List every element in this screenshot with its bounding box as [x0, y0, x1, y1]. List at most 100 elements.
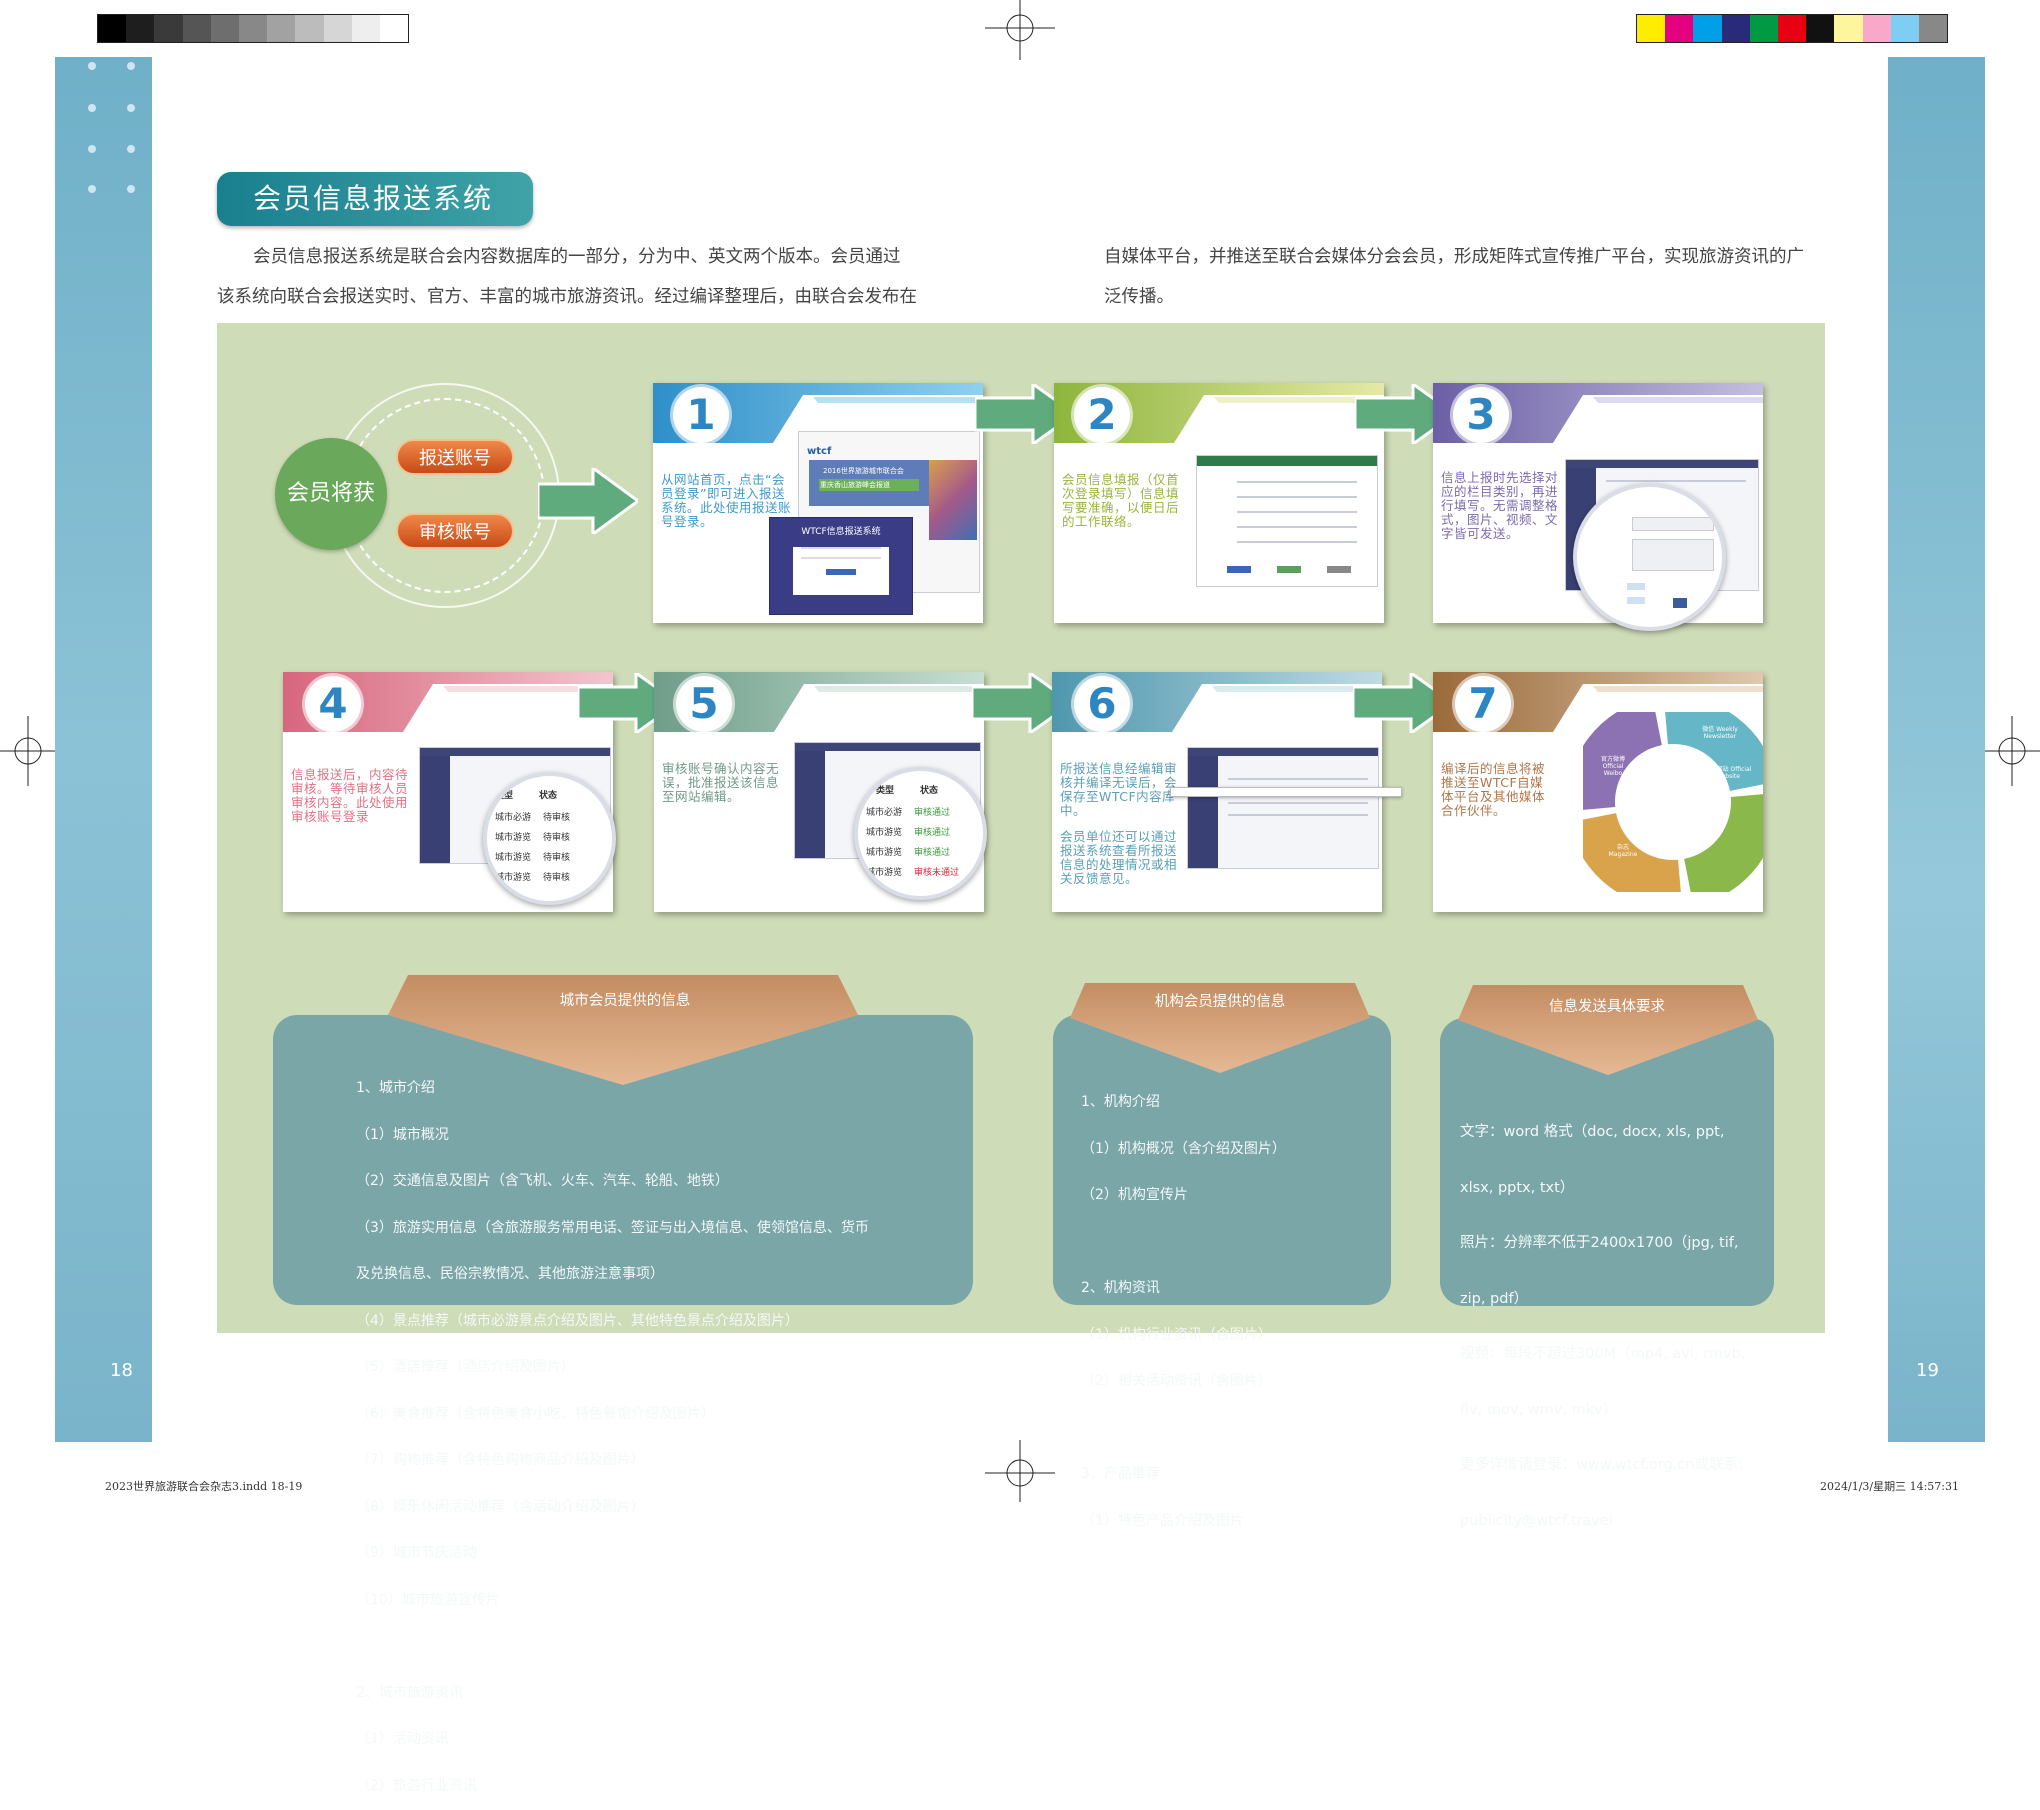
info-line: 1、机构介绍: [1081, 1094, 1160, 1110]
table-cell: 城市必游: [495, 813, 532, 823]
shot-banner-text-2: 重庆香山旅游峰会报道: [819, 479, 919, 491]
step-number-6: 6: [1074, 676, 1130, 732]
page-number-left: 18: [110, 1360, 133, 1381]
info-heading-requirements: 信息发送具体要求: [1549, 999, 1665, 1015]
step-number-3: 3: [1453, 387, 1509, 443]
info-line: （1）活动资讯: [356, 1731, 449, 1747]
shot-banner-text: 2016世界旅游城市联合会: [823, 467, 904, 475]
info-line: （1）机构概况（含介绍及图片）: [1081, 1140, 1286, 1157]
info-line: （2）旅游行业资讯: [356, 1777, 477, 1794]
grayscale-bar: [97, 14, 409, 43]
step-text-2: 会员信息填报（仅首次登录填写）信息填写要准确，以便日后的工作联络。: [1062, 472, 1180, 529]
left-side-bar: 18: [55, 57, 152, 1442]
footer-timestamp: 2024/1/3/星期三 14:57:31: [1820, 1480, 1960, 1493]
step-text-3: 信息上报时先选择对应的栏目类别，再进行填写。无需调整格式，图片、视频、文字皆可发…: [1441, 470, 1559, 541]
step-card-3: 3 信息上报时先选择对应的栏目类别，再进行填写。无需调整格式，图片、视频、文字皆…: [1433, 383, 1763, 631]
step-number-4: 4: [305, 676, 361, 732]
step-header-5: [654, 672, 984, 732]
table-cell: 待审核: [543, 833, 571, 843]
table-cell: 城市游览: [866, 828, 903, 838]
intro-right: 自媒体平台，并推送至联合会媒体分会会员，形成矩阵式宣传推广平台，实现旅游资讯的广…: [1104, 237, 1824, 317]
wheel-label: 官方微博 Official Weibo: [1600, 756, 1625, 777]
login-form: [793, 547, 889, 595]
info-line: 3、产品推荐: [1081, 1466, 1160, 1482]
step-header-3: [1433, 383, 1763, 443]
step-card-2: 2 会员信息填报（仅首次登录填写）信息填写要准确，以便日后的工作联络。: [1054, 383, 1384, 623]
intro-line: 该系统向联合会报送实时、官方、丰富的城市旅游资讯。经过编译整理后，由联合会发布在: [217, 287, 917, 307]
step-number-7: 7: [1455, 676, 1511, 732]
table-cell: 城市游览: [495, 873, 532, 883]
wheel-label: 官方网站 Official Website: [1704, 766, 1752, 780]
info-list-city: 1、城市介绍 （1）城市概况 （2）交通信息及图片（含飞机、火车、汽车、轮船、地…: [356, 1050, 869, 1810]
right-side-bar: 19: [1888, 57, 1985, 1442]
triangle-banner-requirements: [1458, 985, 1758, 1075]
registration-mark-top: [985, 0, 1055, 60]
info-line: publicity@wtcf.travel: [1460, 1512, 1613, 1529]
page-number-right: 19: [1916, 1360, 1939, 1381]
info-line: 更多详情请登录：www.wtcf.org.cn或联系:: [1460, 1457, 1743, 1473]
table-cell: 待审核: [543, 853, 571, 863]
info-line: 文字：word 格式（doc, docx, xls, ppt,: [1460, 1124, 1725, 1140]
step-number-2: 2: [1074, 387, 1130, 443]
magnifier-lens: 类型 状态 城市必游 待审核 城市游览 待审核 城市游览 待审核 城市游览 待审…: [483, 772, 616, 905]
info-line: 2、城市旅游资讯: [356, 1684, 463, 1701]
info-line: 视频：每段不超过300M（mp4, avi, rmvb,: [1460, 1346, 1746, 1362]
wheel-label: 微信 Weekly Newsletter: [1702, 726, 1738, 740]
step-header-2: [1054, 383, 1384, 443]
intro-line: 自媒体平台，并推送至联合会媒体分会会员，形成矩阵式宣传推广平台，实现旅游资讯的广: [1104, 247, 1804, 267]
info-line: （9）城市节庆活动: [356, 1545, 477, 1561]
info-line: （1）城市概况: [356, 1126, 449, 1143]
info-line: （2）相关活动资讯（含图片）: [1081, 1373, 1272, 1389]
triangle-banner-city: [388, 975, 858, 1085]
triangle-banner-org: [1070, 983, 1370, 1073]
info-line: （4）景点推荐（城市必游景点介绍及图片、其他特色景点介绍及图片）: [356, 1312, 799, 1329]
step-6-screenshot: [1187, 747, 1379, 869]
info-line: （1）机构行业资讯（含图片）: [1081, 1326, 1272, 1343]
info-line: flv, mov, wmv, mkv）: [1460, 1401, 1618, 1418]
table-cell: 待审核: [543, 873, 571, 883]
info-line: xlsx, pptx, txt）: [1460, 1179, 1575, 1196]
info-line: （7）购物推荐（含特色购物商品介绍及图片）: [356, 1452, 645, 1468]
step-number-5: 5: [676, 676, 732, 732]
info-list-org: 1、机构介绍 （1）机构概况（含介绍及图片） （2）机构宣传片 2、机构资讯 （…: [1081, 1064, 1286, 1545]
info-heading-city: 城市会员提供的信息: [559, 993, 691, 1009]
table-cell: 审核通过: [914, 848, 951, 858]
magnifier-lens: 类型 状态 城市必游 审核通过 城市游览 审核通过 城市游览 审核通过 城市游览…: [854, 767, 987, 900]
info-list-requirements: 文字：word 格式（doc, docx, xls, ppt, xlsx, pp…: [1460, 1086, 1745, 1549]
intro-line: 泛传播。: [1104, 287, 1174, 307]
member-gets-circle: 会员将获: [275, 438, 387, 550]
review-account-badge: 审核账号: [396, 513, 514, 549]
step-text-6b: 会员单位还可以通过报送系统查看所报送信息的处理情况或相关反馈意见。: [1060, 829, 1178, 886]
shot-logo: wtcf: [807, 446, 832, 457]
wheel-label: 杂志 Magazine: [1608, 844, 1638, 858]
info-line: （3）旅游实用信息（含旅游服务常用电话、签证与出入境信息、使领馆信息、货币: [356, 1219, 869, 1236]
section-title: 会员信息报送系统: [217, 172, 533, 226]
step-card-1: 1 从网站首页，点击“会员登录”即可进入报送系统。此处使用报送账号登录。 wtc…: [653, 383, 983, 623]
color-bar: [1636, 14, 1948, 43]
table-cell: 城市必游: [866, 808, 903, 818]
table-header-status: 状态: [539, 791, 558, 801]
login-modal: WTCF信息报送系统: [769, 517, 913, 615]
table-cell: 城市游览: [866, 868, 903, 878]
info-line: （1）特色产品介绍及图片: [1081, 1512, 1244, 1529]
step-number-1: 1: [673, 387, 729, 443]
step-header-4: [283, 672, 613, 732]
arrow-right-icon: [1353, 673, 1453, 733]
step-card-6: 6 所报送信息经编辑审核并编译无误后，会保存至WTCF内容库中。 会员单位还可以…: [1052, 672, 1402, 912]
step-header-6: [1052, 672, 1382, 732]
submit-mini-button: [1673, 598, 1687, 608]
arrow-right-icon: [972, 673, 1072, 733]
media-wheel: [1583, 712, 1763, 892]
step-card-5: 5 审核账号确认内容无误，批准报送该信息至网站编辑。 类型 状态 城市必游 审核…: [654, 672, 987, 912]
table-cell: 城市游览: [495, 853, 532, 863]
shot-banner: 2016世界旅游城市联合会 重庆香山旅游峰会报道: [809, 460, 929, 506]
info-line: （10）城市旅游宣传片: [356, 1591, 500, 1608]
info-line: 及兑换信息、民俗宗教情况、其他旅游注意事项）: [356, 1266, 664, 1282]
login-modal-title: WTCF信息报送系统: [801, 527, 881, 537]
table-header-status: 状态: [920, 786, 939, 796]
info-heading-org: 机构会员提供的信息: [1154, 994, 1286, 1010]
step-text-1: 从网站首页，点击“会员登录”即可进入报送系统。此处使用报送账号登录。: [661, 472, 792, 529]
table-cell: 城市游览: [495, 833, 532, 843]
step-text-7: 编译后的信息将被推送至WTCF自媒体平台及其他媒体合作伙伴。: [1441, 761, 1546, 818]
step-text-6a: 所报送信息经编辑审核并编译无误后，会保存至WTCF内容库中。: [1060, 761, 1178, 818]
